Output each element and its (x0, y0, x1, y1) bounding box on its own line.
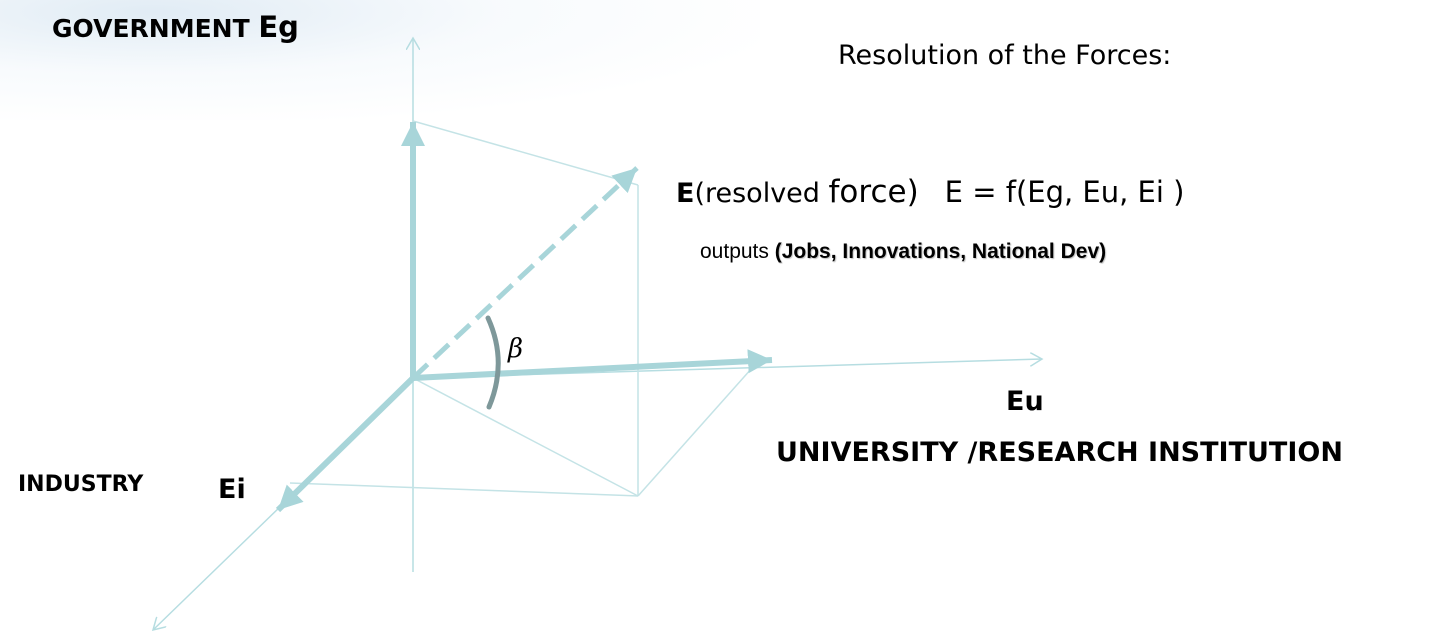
government-symbol: Eg (258, 10, 299, 44)
construction-line (289, 482, 639, 497)
construction-line (637, 367, 753, 497)
construction-line (412, 120, 639, 186)
outputs-detail: (Jobs, Innovations, National Dev) (774, 240, 1107, 263)
outputs-prefix: outputs (700, 240, 775, 263)
industry-force-vector (275, 375, 416, 513)
resolved-symbol: E (676, 178, 695, 209)
angle-arc (485, 315, 501, 410)
government-name: GOVERNMENT (52, 14, 250, 43)
resolved-description: (resolved (694, 178, 829, 209)
university-force-vector (412, 349, 773, 381)
resolved-force-vector (411, 166, 639, 380)
angle-beta-label: β (508, 334, 524, 364)
university-name: UNIVERSITY /RESEARCH INSTITUTION (776, 437, 1343, 468)
resolution-title: Resolution of the Forces: (838, 40, 1172, 71)
construction-line (412, 377, 639, 497)
resolved-description-emphasis: force) (828, 174, 919, 210)
government-label: GOVERNMENT Eg (52, 10, 299, 44)
university-symbol: Eu (1006, 386, 1044, 417)
resolved-force-line: E(resolved force) E = f(Eg, Eu, Ei ) (676, 174, 1184, 210)
outputs-line: outputs (Jobs, Innovations, National Dev… (700, 240, 1106, 264)
industry-name: INDUSTRY (18, 472, 144, 497)
resolved-equation: E = f(Eg, Eu, Ei ) (944, 175, 1185, 209)
industry-symbol: Ei (218, 474, 246, 505)
construction-lines (289, 120, 753, 497)
